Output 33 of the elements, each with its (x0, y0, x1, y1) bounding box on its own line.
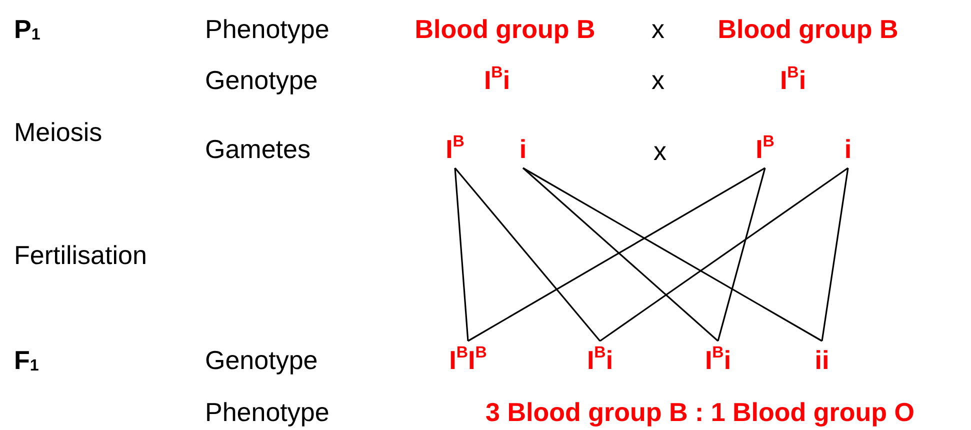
gamete-allele: I$^{B}$ (756, 134, 774, 164)
offspring-genotype: I$^{B}$i (704, 345, 732, 375)
stage-label: Fertilisation (14, 240, 147, 270)
generation-label: P$_{1}$ (14, 14, 40, 44)
offspring-genotype: ii (814, 345, 830, 375)
genotype-text: I$^{B}$i (780, 65, 806, 95)
row-label: Genotype (205, 345, 318, 375)
cross-sign: x (654, 136, 666, 166)
row-label: Phenotype (205, 397, 330, 427)
connector-line (600, 167, 848, 342)
row-label: Genotype (205, 65, 318, 95)
genotype-text: I$^{B}$i (484, 65, 510, 95)
row-label: Phenotype (205, 14, 330, 44)
connector-line (522, 167, 719, 342)
ratio-text: 3 Blood group B : 1 Blood group O (486, 397, 914, 427)
gamete-allele: i (519, 134, 527, 164)
connector-line (717, 168, 766, 342)
connector-line (454, 167, 601, 342)
connector-line (454, 168, 469, 342)
cross-sign: x (652, 65, 664, 95)
gamete-allele: i (844, 134, 852, 164)
phenotype-text: Blood group B (414, 14, 596, 44)
gamete-allele: I$^{B}$ (446, 134, 464, 164)
connector-line (821, 168, 849, 342)
connector-line (468, 167, 766, 342)
cross-sign: x (652, 14, 664, 44)
generation-label: F$_{1}$ (14, 345, 39, 375)
offspring-genotype: I$^{B}$i (586, 345, 614, 375)
row-label: Gametes (205, 134, 310, 164)
stage-label: Meiosis (14, 117, 102, 147)
offspring-genotype: I$^{B}$I$^{B}$ (449, 345, 487, 375)
phenotype-text: Blood group B (718, 14, 898, 44)
connector-line (522, 167, 822, 342)
